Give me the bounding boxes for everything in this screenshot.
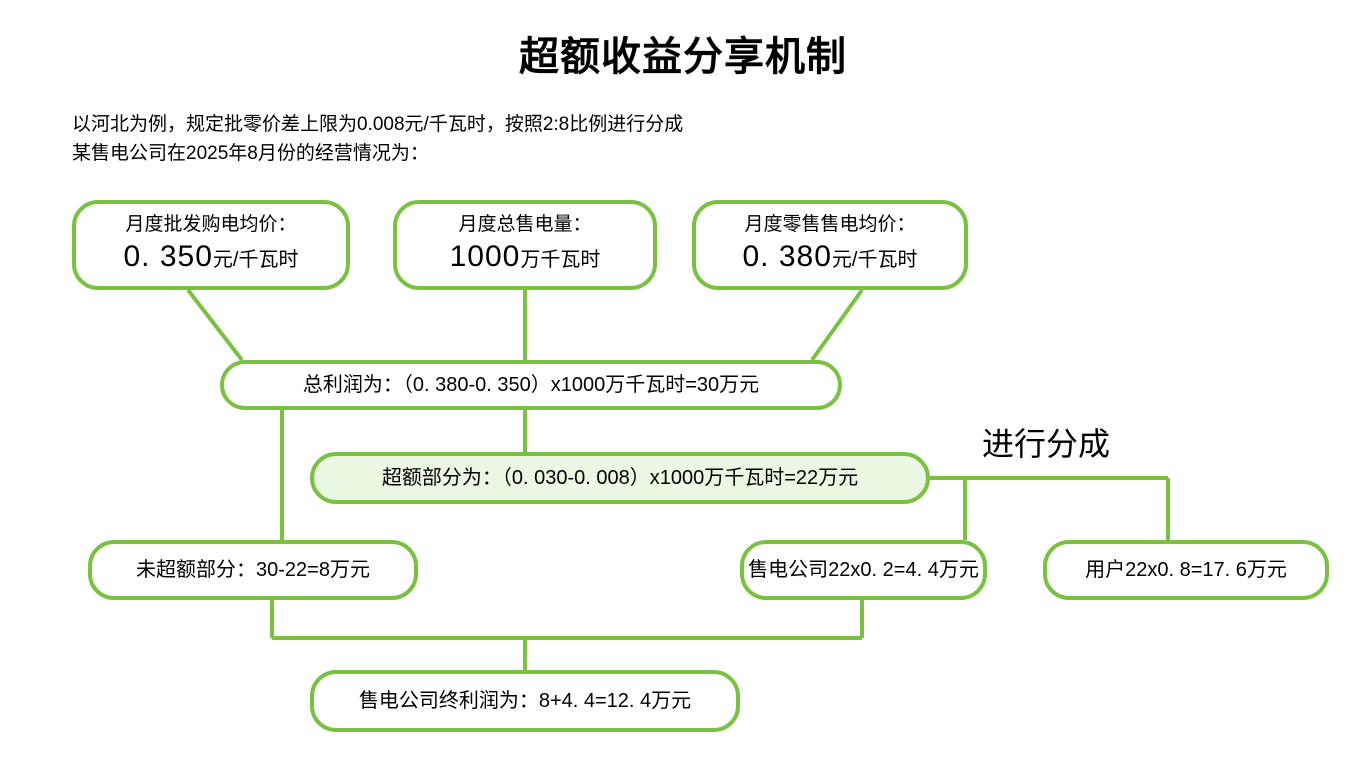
node-volume-unit: 万千瓦时 <box>520 249 601 271</box>
node-total-profit-text: 总利润为：（0. 380-0. 350）x1000万千瓦时=30万元 <box>302 374 760 396</box>
connector-retail-to-profit <box>810 288 864 362</box>
node-retail-price[interactable]: 月度零售售电均价： 0. 380元/千瓦时 <box>692 200 968 290</box>
node-retail-value: 0. 380元/千瓦时 <box>743 239 918 278</box>
node-volume-value: 1000万千瓦时 <box>450 239 601 278</box>
intro-line-2: 某售电公司在2025年8月份的经营情况为： <box>72 143 429 164</box>
page-title: 超额收益分享机制 <box>519 35 847 79</box>
node-final-profit-text: 售电公司终利润为：8+4. 4=12. 4万元 <box>358 690 692 712</box>
node-retailer-share-text: 售电公司22x0. 2=4. 4万元 <box>748 559 979 581</box>
connector-wholesale-to-profit <box>186 288 244 362</box>
node-user-share-text: 用户22x0. 8=17. 6万元 <box>1085 559 1287 581</box>
node-wholesale-unit: 元/千瓦时 <box>212 249 299 271</box>
node-wholesale-value: 0. 350元/千瓦时 <box>124 239 299 278</box>
node-retailer-share[interactable]: 售电公司22x0. 2=4. 4万元 <box>740 540 987 600</box>
node-total-profit[interactable]: 总利润为：（0. 380-0. 350）x1000万千瓦时=30万元 <box>220 360 842 410</box>
node-retail-number: 0. 380 <box>742 240 832 273</box>
node-user-share[interactable]: 用户22x0. 8=17. 6万元 <box>1043 540 1329 600</box>
node-total-volume[interactable]: 月度总售电量： 1000万千瓦时 <box>393 200 657 290</box>
node-volume-number: 1000 <box>449 240 521 273</box>
node-retail-caption: 月度零售售电均价： <box>744 214 916 235</box>
node-wholesale-caption: 月度批发购电均价： <box>125 214 297 235</box>
node-wholesale-number: 0. 350 <box>123 240 213 273</box>
node-excess-portion-text: 超额部分为：（0. 030-0. 008）x1000万千瓦时=22万元 <box>381 467 859 489</box>
node-final-profit[interactable]: 售电公司终利润为：8+4. 4=12. 4万元 <box>310 670 740 732</box>
node-excess-portion[interactable]: 超额部分为：（0. 030-0. 008）x1000万千瓦时=22万元 <box>310 452 930 504</box>
intro-line-1: 以河北为例，规定批零价差上限为0.008元/千瓦时，按照2:8比例进行分成 <box>72 114 684 135</box>
node-retail-unit: 元/千瓦时 <box>831 249 918 271</box>
node-wholesale-price[interactable]: 月度批发购电均价： 0. 350元/千瓦时 <box>72 200 350 290</box>
share-split-label: 进行分成 <box>982 426 1111 462</box>
node-under-excess-text: 未超额部分：30-22=8万元 <box>136 559 370 581</box>
node-volume-caption: 月度总售电量： <box>458 214 592 235</box>
intro-text: 以河北为例，规定批零价差上限为0.008元/千瓦时，按照2:8比例进行分成 某售… <box>72 110 683 168</box>
node-under-excess[interactable]: 未超额部分：30-22=8万元 <box>88 540 418 600</box>
